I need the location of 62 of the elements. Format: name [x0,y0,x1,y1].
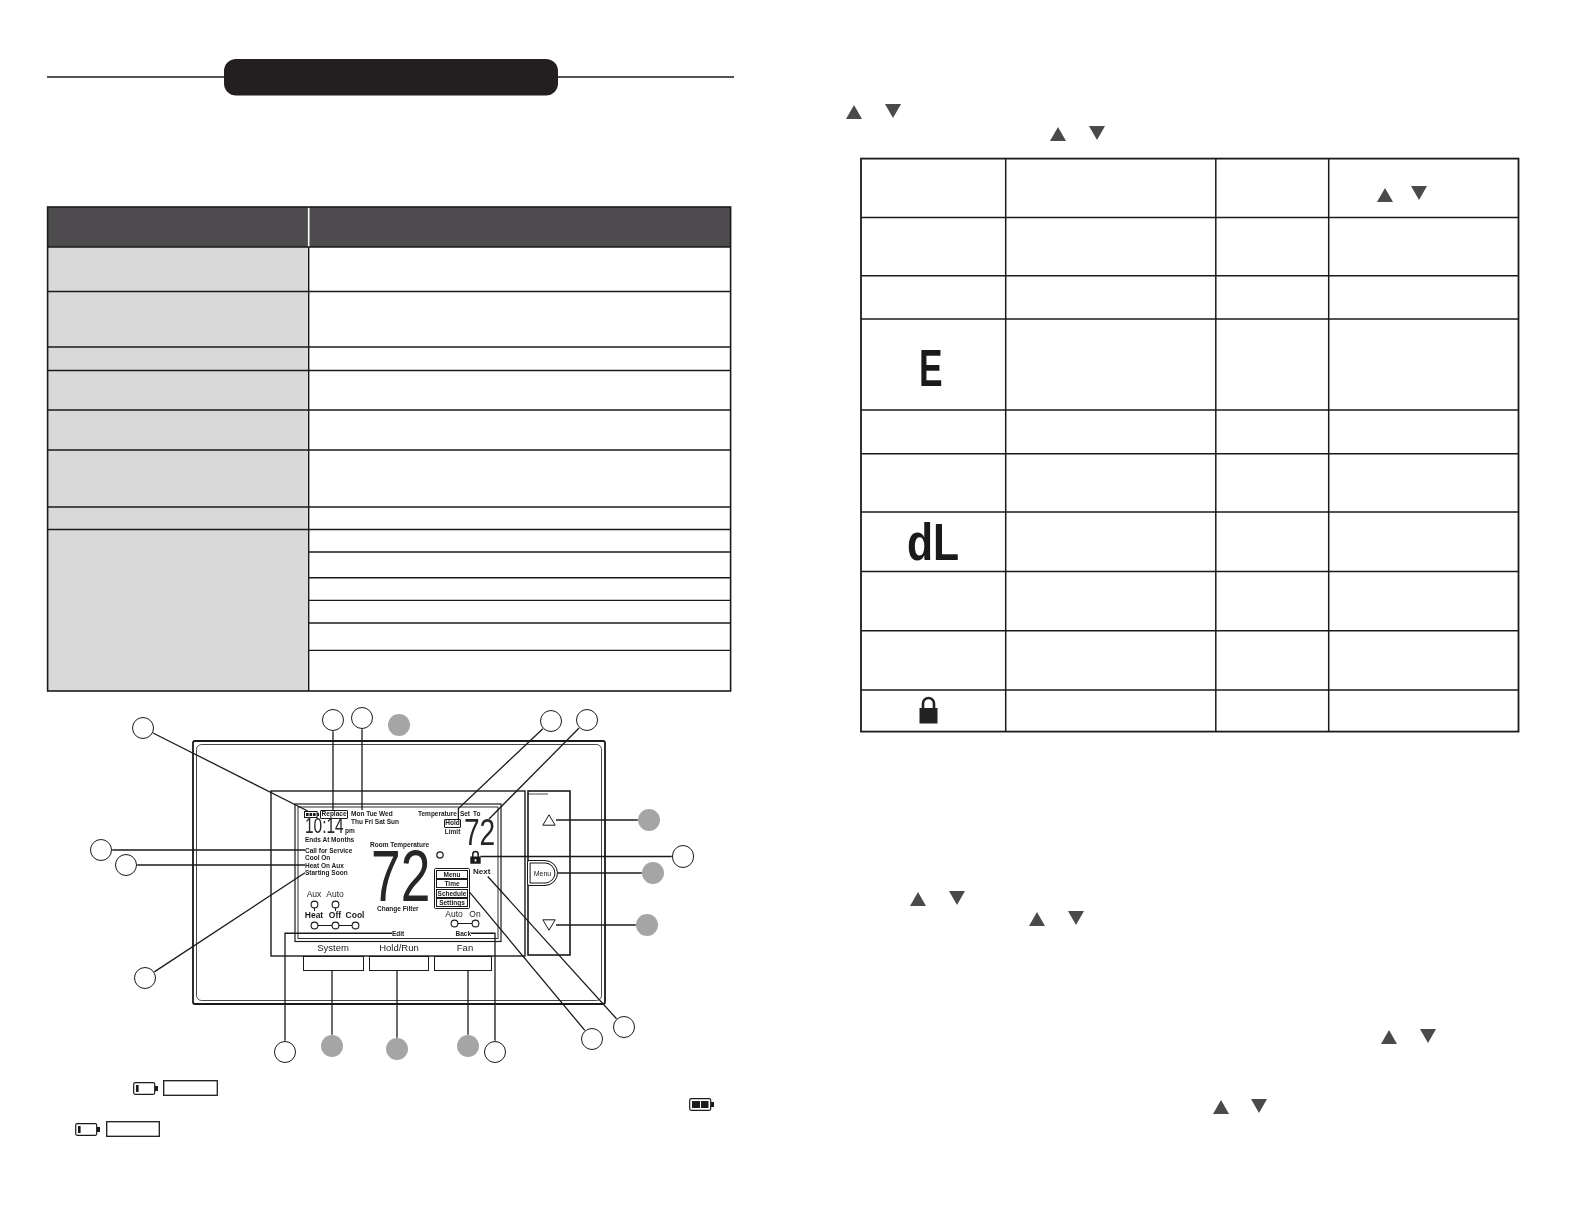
setpoint-digits: 72 [464,819,496,847]
leader-line [479,855,673,858]
mode-text: Aux [306,890,322,899]
leader-line [467,970,469,1036]
callout-circle [575,708,599,732]
mode-text: Auto [326,890,344,899]
leader-line [470,932,496,1042]
callout-circle [483,1040,507,1064]
button-caption: Hold/Run [379,943,419,953]
leader-line [284,932,393,1042]
callout-circle [114,853,138,877]
leader-line [487,875,618,1020]
callout-circle [539,709,563,733]
leader-line [396,970,398,1039]
leader-line [152,732,309,812]
mode-text: Cool [345,911,365,920]
button-caption: System [317,943,349,953]
clock-digits: 10:14 [305,818,344,835]
leader-line [361,728,363,811]
up-triangle-icon [542,814,556,826]
callout-circle [612,1015,636,1039]
push-button [369,956,429,971]
lock-icon [469,849,481,864]
callout-circle [89,838,113,862]
temperature-digits: 72 [371,849,431,904]
segment-code: dL [906,523,960,563]
callout-circle [273,1040,297,1064]
leader-line [555,819,639,821]
leader-line [331,970,333,1036]
leader-line [332,730,334,811]
mode-text: Off [328,911,342,920]
leader-line [488,727,580,820]
callout-circle [320,1034,344,1058]
mode-text: On [469,910,481,919]
callout-circle [671,845,695,868]
leader-line [557,872,643,874]
callout-circle [385,1037,409,1061]
down-triangle-icon [542,919,556,931]
callout-circle [641,861,665,885]
push-button [303,956,364,971]
mode-text: Heat [304,911,324,920]
callout-circle [131,716,155,740]
leader-line [457,728,544,820]
menu-list-panel [434,867,470,910]
callout-circle [580,1027,604,1051]
callout-circle [321,708,345,732]
button-caption: Fan [456,943,474,953]
callout-circle [350,706,374,730]
leader-line [136,864,306,866]
callout-circle [637,808,661,832]
push-button [434,956,492,971]
segment-code: E [919,349,943,389]
leader-line [555,924,637,926]
display-text: Next [473,868,491,877]
callout-circle [387,713,411,737]
leader-line [153,872,306,973]
leader-line [469,891,586,1032]
battery-icon [304,811,319,818]
callout-circle [456,1034,480,1058]
leader-line [111,849,306,851]
callout-circle [133,966,157,990]
callout-circle [635,913,659,937]
